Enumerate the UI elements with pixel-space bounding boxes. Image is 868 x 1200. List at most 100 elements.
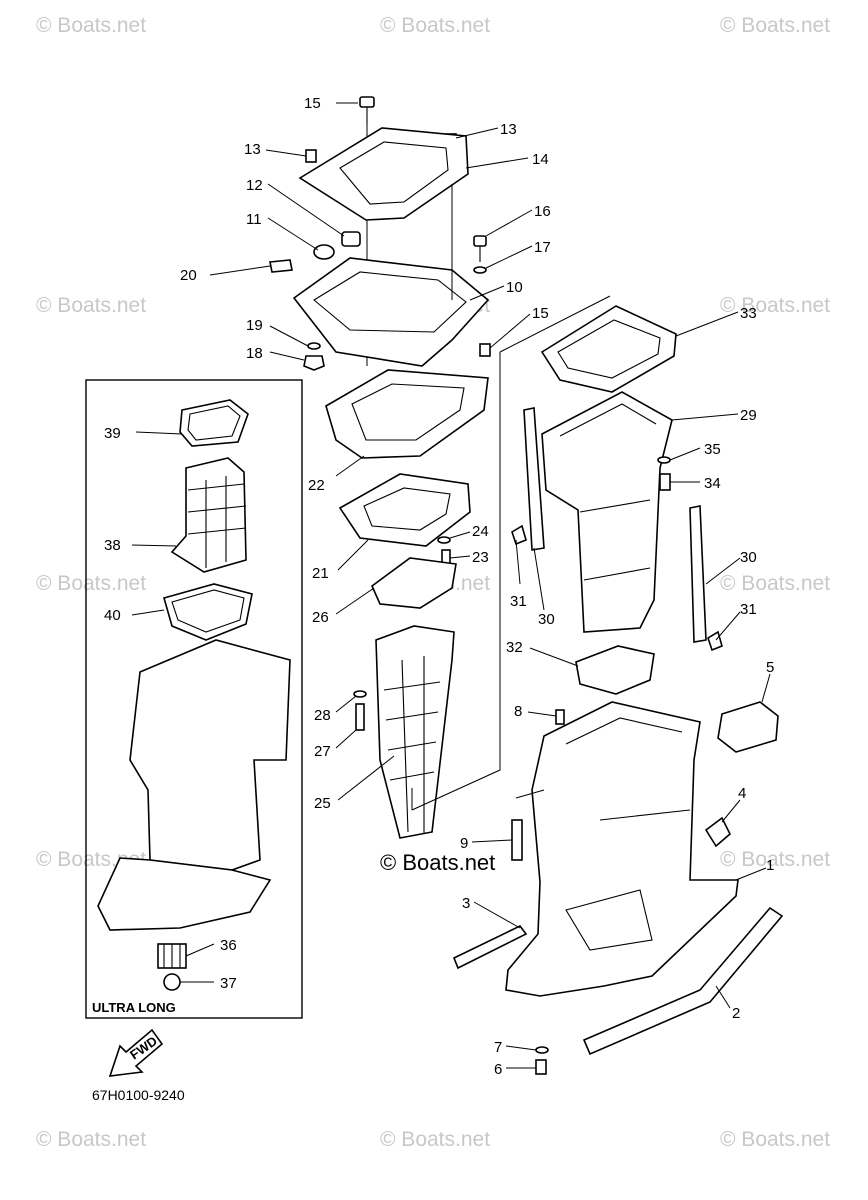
watermark-text: © Boats.net	[720, 1128, 830, 1151]
watermark-text: © Boats.net	[720, 848, 830, 871]
callout-7: 7	[494, 1039, 502, 1056]
callout-4: 4	[738, 785, 746, 802]
part-30-strip-right	[689, 505, 707, 643]
part-31-clip-left	[511, 524, 527, 546]
part-3-rubber-strip	[452, 924, 528, 970]
watermark-text: © Boats.net	[380, 14, 490, 37]
part-6-bolt	[535, 1059, 547, 1075]
part-12-switch	[341, 231, 361, 247]
part-5-rubber-mount	[717, 701, 779, 753]
inset-box-label: ULTRA LONG	[92, 1000, 176, 1015]
part-9-bolt	[511, 819, 523, 861]
part-34-bolt	[659, 473, 671, 491]
callout-13-right: 13	[500, 121, 517, 138]
callout-23: 23	[472, 549, 489, 566]
inset-frame	[85, 379, 303, 1019]
callout-12: 12	[246, 177, 263, 194]
part-10-upper-casing	[292, 257, 490, 367]
ultra-long-inset: ULTRA LONG	[85, 379, 303, 1019]
part-1-upper-casing	[505, 701, 739, 997]
callout-40: 40	[104, 607, 121, 624]
callout-labels: 1 2 3 4 5 6 7 8 9 10 11 12 13 13 14 15 1…	[104, 95, 774, 1078]
part-21-mount	[338, 473, 471, 547]
part-28-washer	[353, 690, 367, 698]
part-8-dowel	[555, 709, 565, 725]
callout-1: 1	[766, 857, 774, 874]
callout-22: 22	[308, 477, 325, 494]
callout-5: 5	[766, 659, 774, 676]
callout-9: 9	[460, 835, 468, 852]
callout-38: 38	[104, 537, 121, 554]
callout-37: 37	[220, 975, 237, 992]
callout-13-left: 13	[244, 141, 261, 158]
callout-16: 16	[534, 203, 551, 220]
watermarks: © Boats.net © Boats.net © Boats.net © Bo…	[36, 14, 830, 1151]
callout-26: 26	[312, 609, 329, 626]
frame-lines	[411, 184, 611, 811]
part-39-grommet	[179, 399, 249, 447]
part-35-washer	[657, 456, 671, 464]
part-32-seal	[575, 645, 655, 695]
lower-extension-plate	[97, 857, 272, 931]
callout-11: 11	[246, 211, 262, 228]
part-29-oil-pan	[541, 391, 673, 633]
part-26-gasket	[371, 557, 457, 609]
callout-15-top: 15	[304, 95, 321, 112]
part-11-grommet	[313, 244, 335, 260]
part-24-washer	[437, 536, 451, 544]
callout-39: 39	[104, 425, 121, 442]
part-4-clip	[704, 816, 731, 848]
part-15-bolt-right	[479, 343, 491, 357]
callout-6: 6	[494, 1061, 502, 1078]
callout-30-left: 30	[538, 611, 555, 628]
watermark-text: © Boats.net	[720, 572, 830, 595]
leader-lines	[131, 102, 771, 1069]
callout-19: 19	[246, 317, 263, 334]
part-22-gasket	[325, 369, 489, 459]
part-30-strip-left	[523, 407, 545, 551]
part-37-circlip	[163, 973, 181, 991]
callout-31-right: 31	[740, 601, 757, 618]
callout-34: 34	[704, 475, 721, 492]
part-33-gasket	[540, 305, 677, 393]
callout-21: 21	[312, 565, 329, 582]
part-25-exhaust-guide	[375, 625, 455, 839]
callout-20: 20	[180, 267, 197, 284]
fwd-arrow-icon: FWD	[108, 1028, 164, 1077]
part-13-dowel-left	[305, 149, 317, 163]
watermark-text: © Boats.net	[36, 1128, 146, 1151]
watermark-text: © Boats.net	[36, 294, 146, 317]
diagram-code: 67H0100-9240	[92, 1087, 185, 1103]
callout-2: 2	[732, 1005, 740, 1022]
callout-15-right: 15	[532, 305, 549, 322]
part-16-bolt	[473, 235, 487, 247]
callout-8: 8	[514, 703, 522, 720]
callout-3: 3	[462, 895, 470, 912]
part-2-rubber-strip	[582, 906, 784, 1056]
extension-housing	[129, 639, 291, 871]
callout-27: 27	[314, 743, 331, 760]
part-20-fitting	[269, 259, 293, 273]
part-7-washer	[535, 1046, 549, 1054]
callout-35: 35	[704, 441, 721, 458]
callout-33: 33	[740, 305, 757, 322]
part-17-washer	[473, 266, 487, 274]
part-18-nut	[303, 355, 325, 371]
part-27-bolt	[355, 703, 365, 731]
callout-30-right: 30	[740, 549, 757, 566]
watermark-text: © Boats.net	[36, 14, 146, 37]
callout-29: 29	[740, 407, 757, 424]
part-19-washer	[307, 342, 321, 350]
callout-17: 17	[534, 239, 551, 256]
watermark-text: © Boats.net	[720, 14, 830, 37]
callout-28: 28	[314, 707, 331, 724]
callout-18: 18	[246, 345, 263, 362]
right-assembly	[452, 305, 784, 1075]
callout-25: 25	[314, 795, 331, 812]
callout-36: 36	[220, 937, 237, 954]
part-15-bolt	[359, 96, 375, 108]
center-watermark-text: © Boats.net	[380, 850, 495, 875]
watermark-text: © Boats.net	[36, 572, 146, 595]
part-38-exhaust-extension	[170, 457, 247, 573]
